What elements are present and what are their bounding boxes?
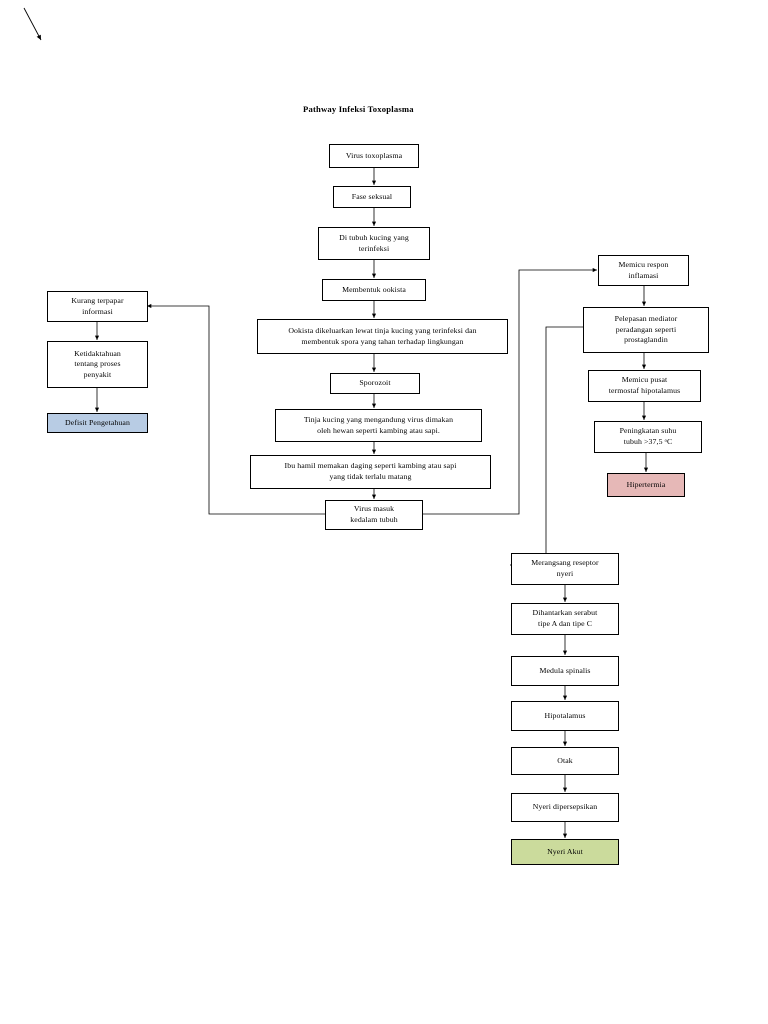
node-hipertermia[interactable]: Hipertermia: [607, 473, 685, 497]
node-ketidaktahuan-proses-penyakit[interactable]: Ketidaktahuan tentang proses penyakit: [47, 341, 148, 388]
node-label: Ketidaktahuan tentang proses penyakit: [74, 348, 121, 379]
node-label: Peningkatan suhu tubuh >37,5 ᵒC: [619, 426, 677, 446]
node-memicu-respon-inflamasi[interactable]: Memicu respon inflamasi: [598, 255, 689, 286]
node-peningkatan-suhu-tubuh[interactable]: Peningkatan suhu tubuh >37,5 ᵒC: [594, 421, 702, 453]
node-label: Memicu pusat termostaf hipotalamus: [608, 375, 681, 395]
diagram-title: Pathway Infeksi Toxoplasma: [303, 104, 414, 114]
node-sporozoit[interactable]: Sporozoit: [330, 373, 420, 394]
node-membentuk-ookista[interactable]: Membentuk ookista: [322, 279, 426, 301]
node-label: Defisit Pengetahuan: [65, 417, 130, 427]
node-label: Ookista dikeluarkan lewat tinja kucing y…: [288, 325, 477, 346]
node-ookista-dikeluarkan[interactable]: Ookista dikeluarkan lewat tinja kucing y…: [257, 319, 508, 354]
node-label: Fase seksual: [351, 191, 393, 201]
node-pelepasan-mediator[interactable]: Pelepasan mediator peradangan seperti pr…: [583, 307, 709, 353]
node-label: Sporozoit: [359, 378, 391, 388]
node-label: Virus toxoplasma: [345, 150, 403, 160]
node-label: Virus masuk kedalam tubuh: [350, 504, 398, 524]
node-dihantarkan-serabut[interactable]: Dihantarkan serabut tipe A dan tipe C: [511, 603, 619, 635]
node-label: Pelepasan mediator peradangan seperti pr…: [614, 314, 678, 345]
node-label: Membentuk ookista: [342, 284, 406, 294]
node-virus-toxoplasma[interactable]: Virus toxoplasma: [329, 144, 419, 168]
node-defisit-pengetahuan[interactable]: Defisit Pengetahuan: [47, 413, 148, 433]
node-nyeri-dipersepsikan[interactable]: Nyeri dipersepsikan: [511, 793, 619, 822]
node-label: Nyeri Akut: [547, 846, 583, 856]
node-label: Nyeri dipersepsikan: [532, 802, 598, 812]
node-tinja-kucing-dimakan[interactable]: Tinja kucing yang mengandung virus dimak…: [275, 409, 482, 442]
node-label: Ibu hamil memakan daging seperti kambing…: [284, 461, 457, 481]
node-hipotalamus[interactable]: Hipotalamus: [511, 701, 619, 731]
node-label: Memicu respon inflamasi: [618, 259, 669, 280]
node-merangsang-reseptor-nyeri[interactable]: Merangsang reseptor nyeri: [511, 553, 619, 585]
node-label: Kurang terpapar informasi: [71, 295, 124, 316]
node-medula-spinalis[interactable]: Medula spinalis: [511, 656, 619, 686]
node-nyeri-akut[interactable]: Nyeri Akut: [511, 839, 619, 865]
node-di-tubuh-kucing[interactable]: Di tubuh kucing yang terinfeksi: [318, 227, 430, 260]
node-otak[interactable]: Otak: [511, 747, 619, 775]
node-label: Dihantarkan serabut tipe A dan tipe C: [532, 608, 598, 628]
node-label: Medula spinalis: [539, 665, 591, 675]
node-virus-masuk-tubuh[interactable]: Virus masuk kedalam tubuh: [325, 500, 423, 530]
node-label: Tinja kucing yang mengandung virus dimak…: [303, 414, 454, 435]
node-label: Otak: [557, 755, 573, 765]
node-kurang-terpapar-informasi[interactable]: Kurang terpapar informasi: [47, 291, 148, 322]
node-label: Hipotalamus: [544, 710, 586, 720]
node-label: Hipertermia: [626, 479, 666, 489]
node-ibu-hamil-memakan[interactable]: Ibu hamil memakan daging seperti kambing…: [250, 455, 491, 489]
node-fase-seksual[interactable]: Fase seksual: [333, 186, 411, 208]
node-label: Di tubuh kucing yang terinfeksi: [339, 232, 409, 253]
node-memicu-pusat-termostat[interactable]: Memicu pusat termostaf hipotalamus: [588, 370, 701, 402]
node-label: Merangsang reseptor nyeri: [531, 558, 599, 578]
